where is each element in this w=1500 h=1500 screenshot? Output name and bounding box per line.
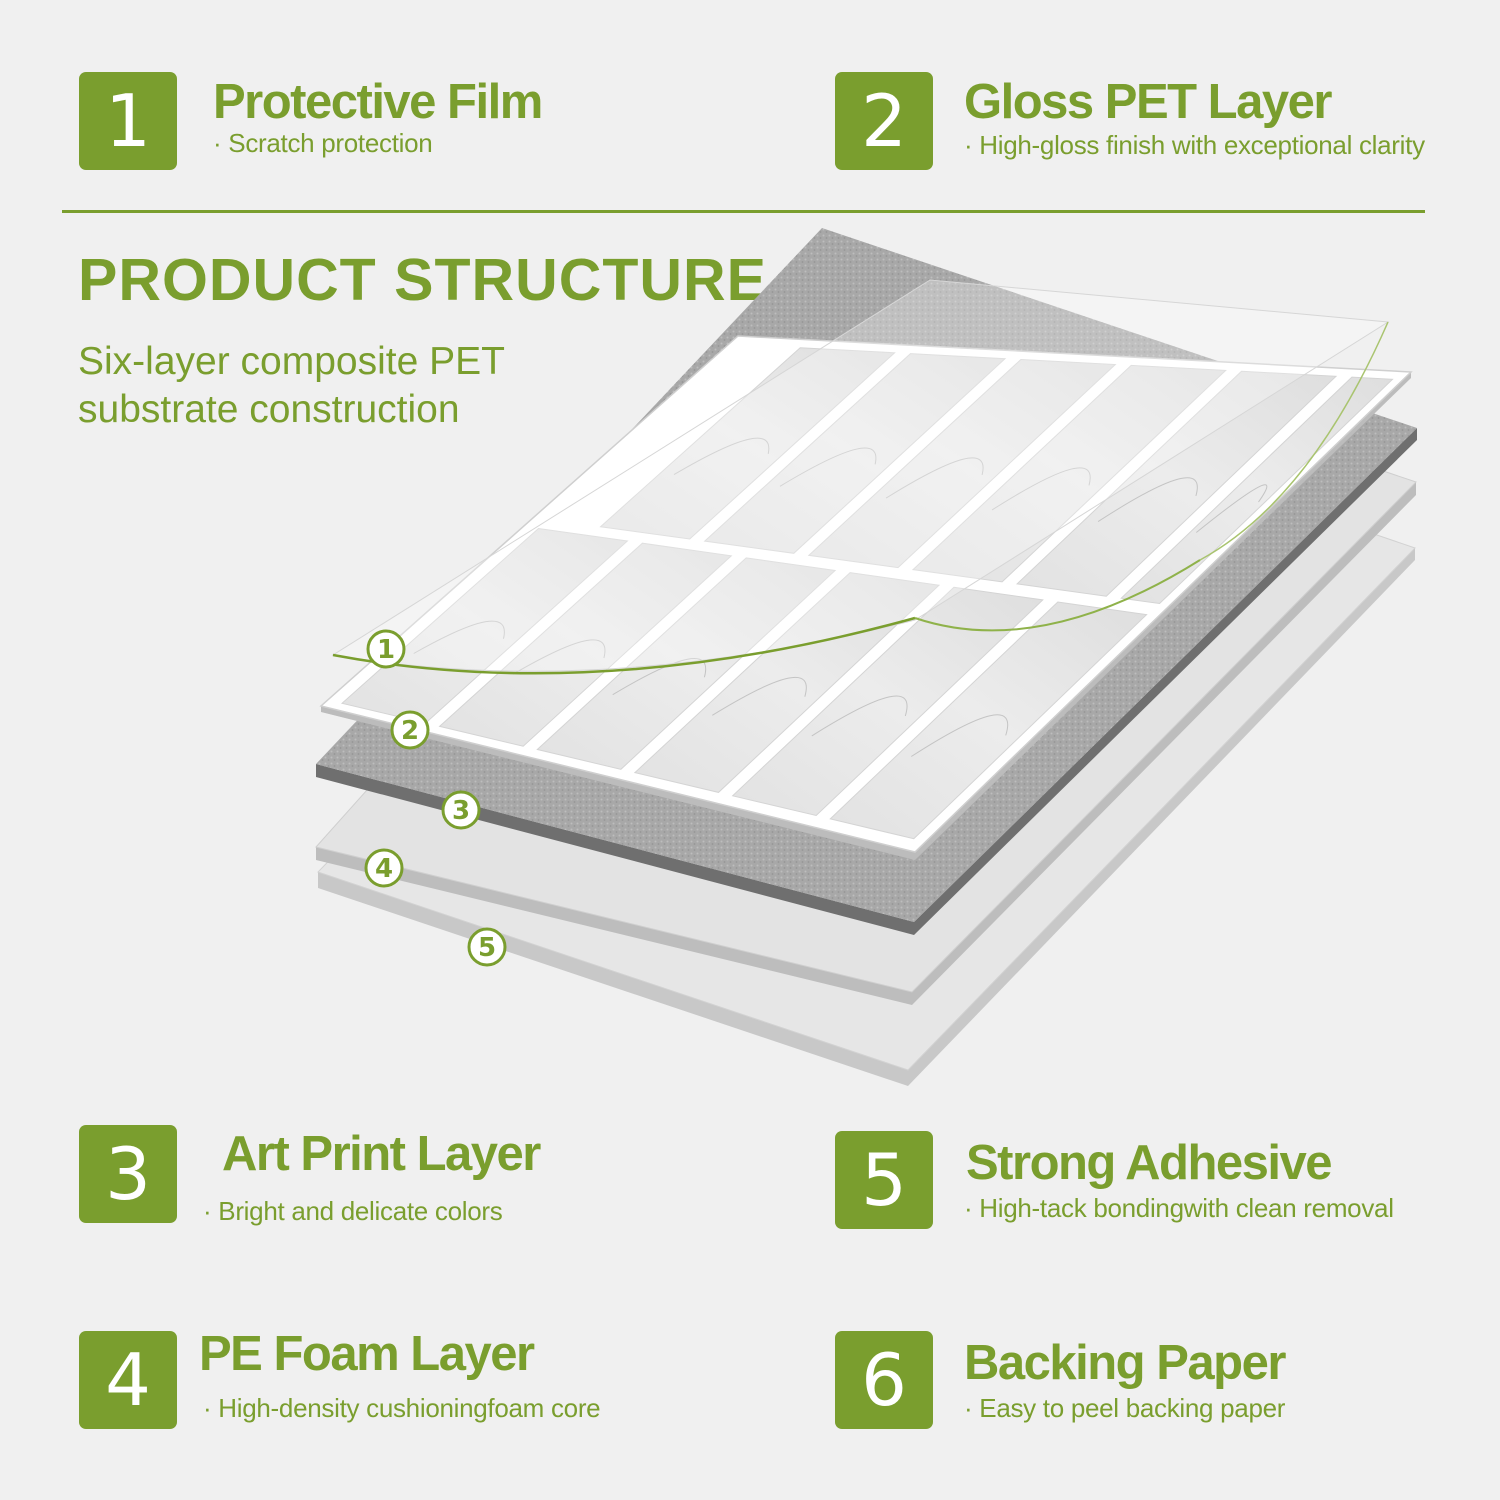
- marble-vein: [811, 695, 908, 737]
- feature-number-badge: 5: [835, 1131, 933, 1229]
- section-divider: [62, 210, 1425, 213]
- marble-tile: [911, 364, 1227, 583]
- layer-protective-film: [331, 279, 1390, 675]
- marble-vein: [712, 676, 807, 716]
- layer-marker-2: 2: [390, 710, 430, 750]
- feature-subtitle: · Bright and delicate colors: [203, 1196, 503, 1226]
- marble-vein: [911, 714, 1009, 757]
- feature-title: Gloss PET Layer: [964, 75, 1332, 129]
- feature-subtitle: · Easy to peel backing paper: [964, 1393, 1286, 1423]
- marble-tile: [807, 358, 1117, 569]
- feature-title: PE Foam Layer: [199, 1327, 535, 1381]
- marker-label: 1: [377, 635, 395, 665]
- feature-number-badge: 4: [79, 1331, 177, 1429]
- marble-vein: [991, 467, 1091, 511]
- page-subtitle: Six-layer composite PET substrate constr…: [78, 340, 505, 431]
- feature-number-badge: 1: [79, 72, 177, 170]
- feature-number-badge: 6: [835, 1331, 933, 1429]
- feature-number-badge: 2: [835, 72, 933, 170]
- marble-tile: [599, 347, 896, 540]
- marble-tile: [438, 542, 733, 747]
- feature-number-badge: 3: [79, 1125, 177, 1223]
- marble-vein: [512, 639, 606, 675]
- marble-vein: [612, 658, 707, 696]
- marble-vein: [673, 437, 770, 476]
- marble-tile: [829, 601, 1148, 840]
- feature-subtitle: · High-density cushioningfoam core: [203, 1393, 601, 1423]
- feature-title: Protective Film: [213, 75, 543, 129]
- feature-subtitle: · Scratch protection: [213, 128, 433, 158]
- marker-label: 2: [401, 716, 419, 746]
- feature-title: Strong Adhesive: [966, 1136, 1333, 1190]
- layer-marker-4: 4: [364, 848, 404, 888]
- marble-tile: [703, 353, 1007, 554]
- marble-vein: [779, 447, 877, 487]
- marker-label: 5: [478, 933, 496, 963]
- marker-label: 3: [452, 796, 470, 826]
- page-title: PRODUCT STRUCTURE: [78, 247, 767, 313]
- feature-title: Backing Paper: [964, 1336, 1286, 1390]
- marble-tile: [1120, 376, 1394, 605]
- marble-tile: [731, 586, 1044, 817]
- layer-marker-3: 3: [441, 790, 481, 830]
- marble-vein: [1195, 484, 1268, 533]
- feature-subtitle: · High-tack bondingwith clean removal: [964, 1193, 1394, 1223]
- marble-vein: [1097, 477, 1198, 523]
- layer-marker-1: 1: [366, 629, 406, 669]
- layer-marker-5: 5: [467, 927, 507, 967]
- marker-label: 4: [375, 854, 393, 884]
- feature-title: Art Print Layer: [222, 1127, 541, 1181]
- marble-vein: [413, 620, 505, 654]
- marble-vein: [885, 457, 984, 499]
- marble-tile: [1016, 370, 1338, 597]
- feature-subtitle: · High-gloss finish with exceptional cla…: [964, 130, 1425, 160]
- marble-tile: [633, 572, 941, 793]
